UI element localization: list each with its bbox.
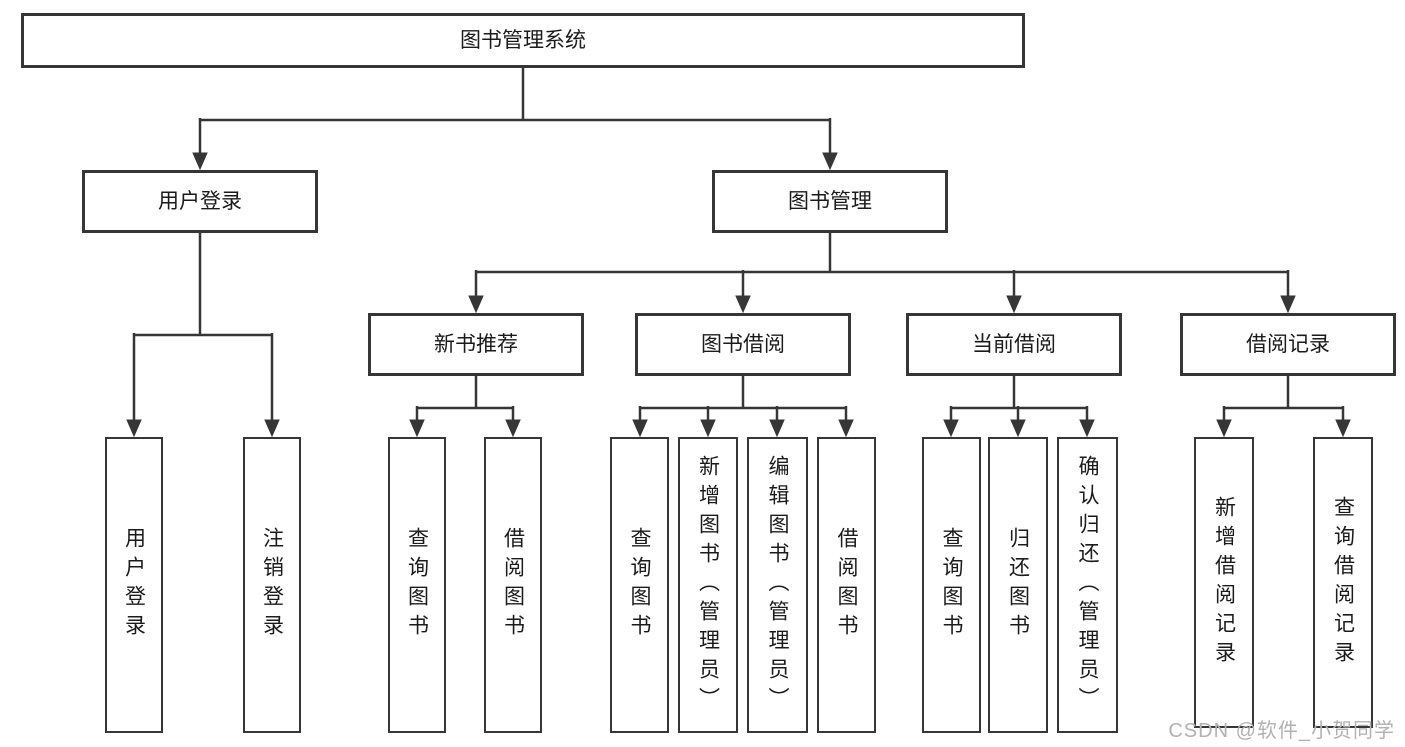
leaf-edit-book-admin-label: 编辑图书（管理员） xyxy=(766,454,789,716)
leaf-current-search-book-label: 查询图书 xyxy=(940,527,963,643)
leaf-recommend-borrow-book: 借阅图书 xyxy=(484,437,542,733)
node-root-label: 图书管理系统 xyxy=(460,29,586,52)
leaf-borrowing-search-book: 查询图书 xyxy=(610,437,669,733)
node-new-book-recommend-label: 新书推荐 xyxy=(434,333,518,356)
leaf-recommend-search-book-label: 查询图书 xyxy=(405,527,429,643)
node-current-borrowing-label: 当前借阅 xyxy=(972,333,1056,356)
leaf-search-borrow-record-label: 查询借阅记录 xyxy=(1331,495,1355,670)
node-book-management-label: 图书管理 xyxy=(788,190,872,213)
node-current-borrowing: 当前借阅 xyxy=(906,313,1122,376)
leaf-edit-book-admin: 编辑图书（管理员） xyxy=(747,437,808,733)
leaf-add-borrow-record-label: 新增借阅记录 xyxy=(1212,495,1236,670)
leaf-logout: 注销登录 xyxy=(243,437,301,733)
node-book-management: 图书管理 xyxy=(712,170,948,233)
leaf-current-search-book: 查询图书 xyxy=(922,437,981,733)
node-new-book-recommend: 新书推荐 xyxy=(368,313,584,376)
leaf-borrowing-search-book-label: 查询图书 xyxy=(628,527,651,643)
node-borrowing-records-label: 借阅记录 xyxy=(1246,333,1330,356)
leaf-add-borrow-record: 新增借阅记录 xyxy=(1194,437,1254,728)
node-root-system: 图书管理系统 xyxy=(21,13,1025,68)
leaf-search-borrow-record: 查询借阅记录 xyxy=(1313,437,1373,728)
leaf-borrowing-borrow-book: 借阅图书 xyxy=(817,437,876,733)
leaf-confirm-return-admin: 确认归还（管理员） xyxy=(1057,437,1118,733)
leaf-add-book-admin-label: 新增图书（管理员） xyxy=(696,454,720,716)
leaf-borrowing-borrow-book-label: 借阅图书 xyxy=(835,527,858,643)
node-user-login-label: 用户登录 xyxy=(158,190,242,213)
leaf-add-book-admin: 新增图书（管理员） xyxy=(678,437,738,733)
leaf-confirm-return-admin-label: 确认归还（管理员） xyxy=(1076,454,1099,716)
node-borrowing-records: 借阅记录 xyxy=(1180,313,1396,376)
leaf-return-book: 归还图书 xyxy=(988,437,1048,733)
leaf-user-login-label: 用户登录 xyxy=(122,527,146,643)
leaf-return-book-label: 归还图书 xyxy=(1006,527,1030,643)
leaf-user-login: 用户登录 xyxy=(105,437,163,733)
leaf-logout-label: 注销登录 xyxy=(260,527,284,643)
node-book-borrowing: 图书借阅 xyxy=(635,313,851,376)
leaf-recommend-search-book: 查询图书 xyxy=(388,437,446,733)
leaf-recommend-borrow-book-label: 借阅图书 xyxy=(501,527,525,643)
csdn-watermark: CSDN @软件_小贺同学 xyxy=(1168,720,1395,742)
node-user-login: 用户登录 xyxy=(82,170,318,233)
node-book-borrowing-label: 图书借阅 xyxy=(701,333,785,356)
